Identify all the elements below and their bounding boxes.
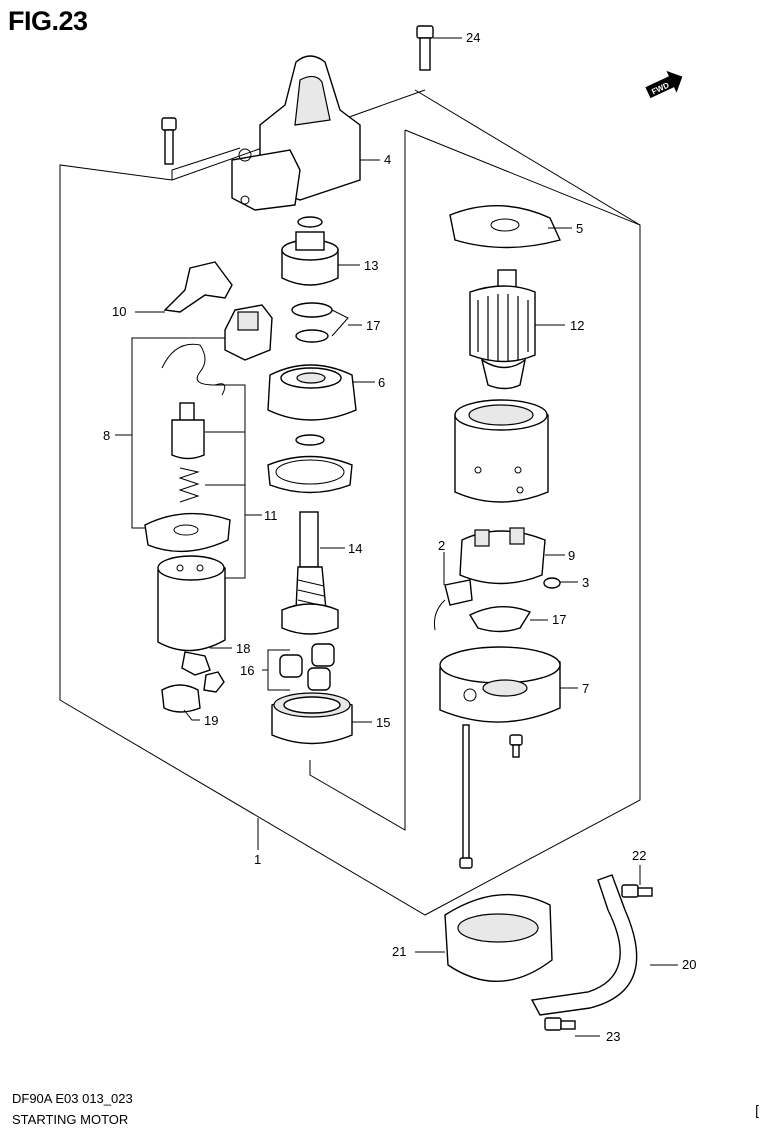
callout-12: 12 [570, 318, 584, 333]
end-frame-7 [439, 646, 578, 723]
terminal-nut-18 [181, 647, 232, 676]
callout-9: 9 [568, 548, 575, 563]
nut-3 [543, 577, 578, 589]
callout-16: 16 [240, 663, 254, 678]
figure-title: FIG.23 [8, 6, 88, 36]
callout-3: 3 [582, 575, 589, 590]
cushion-band-21 [415, 893, 553, 983]
pinion-gear-13 [281, 216, 360, 286]
bolt-23 [544, 1017, 600, 1037]
armature-12 [469, 269, 565, 390]
plate-5 [449, 205, 572, 249]
retaining-rings-17a [291, 302, 362, 343]
retaining-ring-17b [469, 606, 548, 633]
corner-mark: [ [755, 1102, 759, 1118]
callout-21: 21 [392, 944, 406, 959]
frame-screw [509, 734, 523, 758]
callout-23: 23 [606, 1029, 620, 1044]
leader-11 [212, 384, 246, 579]
yoke-housing [454, 399, 549, 503]
bolt-22 [621, 865, 653, 898]
callout-6: 6 [378, 375, 385, 390]
callout-19: 19 [204, 713, 218, 728]
callout-14: 14 [348, 541, 362, 556]
through-bolt [459, 724, 473, 869]
callout-11: 11 [264, 508, 278, 523]
callout-2: 2 [438, 538, 445, 553]
plunger-11 [171, 402, 205, 460]
solenoid-body-11 [157, 555, 226, 652]
fwd-badge-text: FWD [650, 80, 671, 96]
callout-7: 7 [582, 681, 589, 696]
brush-plate-9 [459, 527, 565, 585]
spring-11 [178, 467, 200, 503]
callout-13: 13 [364, 258, 378, 273]
housing-bolt [161, 117, 177, 165]
gasket-under-6 [267, 455, 353, 494]
plate-washer-11 [144, 512, 231, 553]
callout-1: 1 [254, 852, 261, 867]
washer-under-6 [295, 434, 325, 446]
planetary-gears-16 [262, 643, 335, 691]
callout-24: 24 [466, 30, 480, 45]
assembly-outline [59, 89, 641, 916]
nut-small [203, 671, 225, 693]
section-name: STARTING MOTOR [12, 1112, 129, 1127]
callout-labels: 24 4 5 13 10 17 12 8 6 11 14 2 9 3 17 18… [103, 30, 696, 1044]
bracket-strap-20 [530, 874, 678, 1016]
callout-10: 10 [112, 304, 126, 319]
shift-lever-10 [135, 261, 233, 313]
callout-22: 22 [632, 848, 646, 863]
callout-17-upper: 17 [366, 318, 380, 333]
callout-4: 4 [384, 152, 391, 167]
callout-15: 15 [376, 715, 390, 730]
model-code: DF90A E03 013_023 [12, 1091, 133, 1106]
lead-wire-2 [434, 552, 473, 631]
drive-shaft-14 [281, 511, 345, 635]
solenoid-housing-4 [231, 55, 380, 211]
fwd-direction-badge: FWD [645, 70, 683, 99]
callout-5: 5 [576, 221, 583, 236]
callout-17-lower: 17 [552, 612, 566, 627]
end-cover-6 [267, 364, 375, 421]
bolt-24 [416, 25, 462, 71]
callout-8: 8 [103, 428, 110, 443]
callout-18: 18 [236, 641, 250, 656]
clip-19 [161, 684, 201, 721]
internal-gear-15 [271, 692, 372, 745]
callout-20: 20 [682, 957, 696, 972]
